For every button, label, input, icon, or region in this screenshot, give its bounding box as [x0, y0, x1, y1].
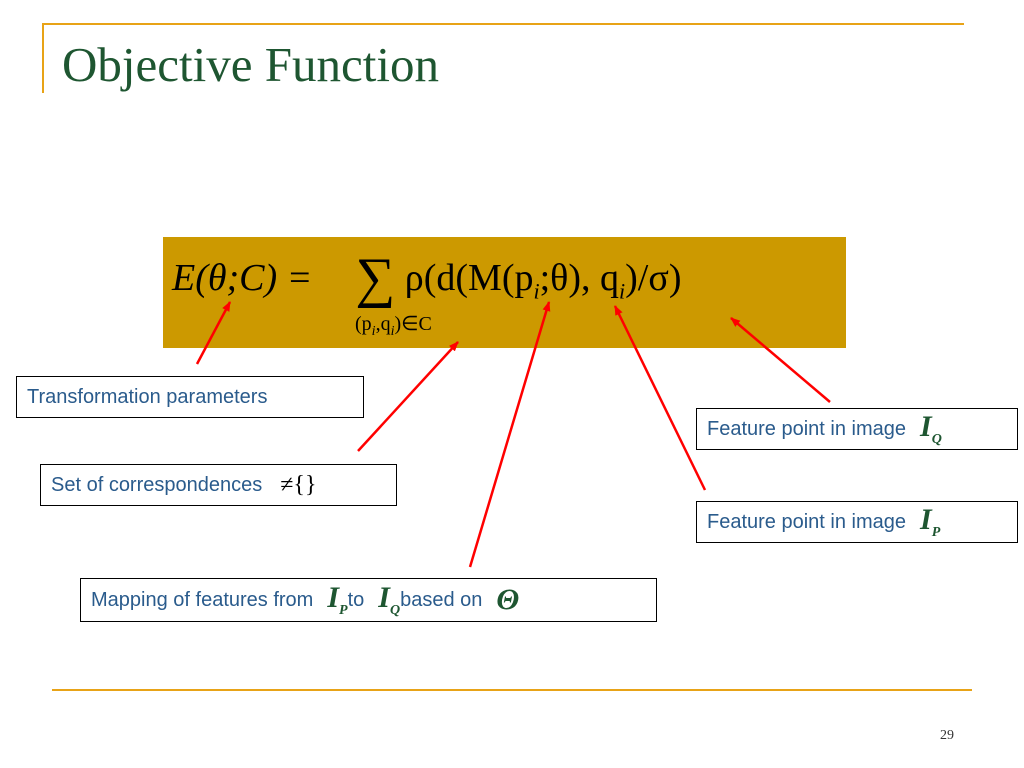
sub-i2: i [390, 324, 395, 339]
sub-i1: i [371, 324, 376, 339]
sum-subscript: (pi,qi)∈C [355, 314, 432, 339]
sub-close: )∈C [394, 313, 432, 335]
arrow-correspondences [357, 341, 459, 452]
theta-symbol: Θ [496, 583, 520, 616]
objective-formula: E(θ;C) = ∑ ρ(d(M(pi;θ), qi)/σ) [172, 250, 682, 306]
image-p-symbol: IP [920, 502, 941, 540]
bottom-rule [52, 689, 972, 691]
label-correspondences-text: Set of correspondences [51, 474, 263, 496]
label-transformation: Transformation parameters [16, 376, 364, 418]
formula-end: )/σ) [625, 257, 682, 299]
arrow-mapping [468, 301, 551, 568]
sum-symbol: ∑ [355, 247, 396, 309]
formula-i2: i [619, 278, 626, 304]
formula-mid: ;θ), q [539, 257, 620, 299]
sub-mid: ,q [375, 313, 391, 335]
label-feature-p: Feature point in image IP [696, 501, 1018, 543]
formula-lhs: E(θ;C) = [172, 257, 313, 299]
image-q-symbol: IQ [920, 409, 942, 447]
label-mapping: Mapping of features from IP to IQ based … [80, 578, 657, 622]
arrow-transformation [195, 301, 232, 365]
formula-rho: ρ(d(M(p [404, 257, 534, 299]
label-mapping-text: Mapping of features from [91, 589, 314, 611]
formula-i1: i [533, 278, 540, 304]
arrow-feature-q [730, 317, 831, 403]
image-p-symbol: IP [327, 580, 348, 618]
label-mapping-based-on: based on [400, 589, 483, 611]
image-q-symbol: IQ [378, 580, 401, 618]
left-rule [42, 23, 44, 93]
label-correspondences: Set of correspondences ≠{} [40, 464, 397, 506]
slide-title: Objective Function [62, 37, 439, 92]
sub-open: (p [355, 313, 372, 335]
label-feature-q-text: Feature point in image [707, 418, 907, 440]
page-number: 29 [940, 728, 954, 743]
not-empty-symbol: ≠{} [280, 472, 317, 498]
label-transformation-text: Transformation parameters [27, 386, 268, 408]
label-feature-p-text: Feature point in image [707, 511, 907, 533]
formula-box [163, 237, 846, 348]
top-rule [42, 23, 964, 25]
arrow-feature-p [613, 305, 707, 491]
label-mapping-to: to [347, 589, 365, 611]
label-feature-q: Feature point in image IQ [696, 408, 1018, 450]
